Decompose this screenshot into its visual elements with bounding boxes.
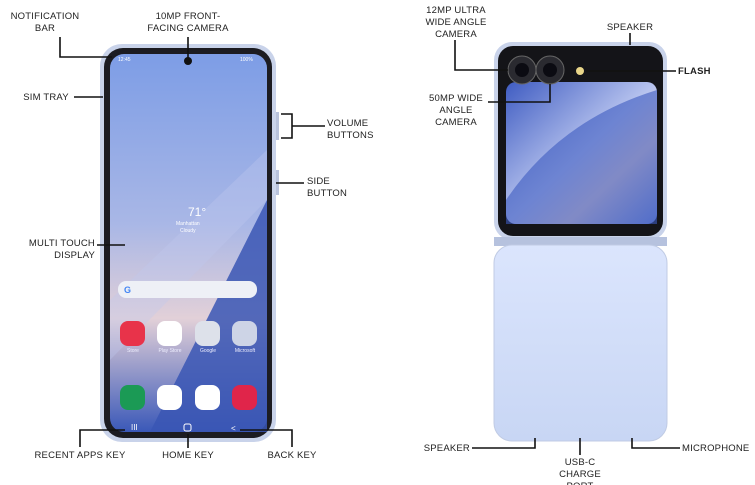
label-front-camera: 10MP FRONT-FACING CAMERA (147, 11, 229, 34)
status-time: 12:45 (118, 57, 131, 63)
app-label: Google (199, 348, 217, 354)
label-sim-tray: SIM TRAY (23, 92, 69, 103)
back-panel (493, 244, 668, 442)
label-speaker-top: SPEAKER (606, 22, 654, 33)
app-label: Store (127, 348, 139, 354)
weather-temperature: 71° (188, 205, 207, 219)
hinge (494, 237, 667, 246)
label-volume-buttons: VOLUME BUTTONS (327, 118, 374, 141)
search-bar (118, 281, 257, 298)
status-battery: 100% (240, 57, 253, 63)
app-icon-google-folder[interactable] (195, 321, 220, 346)
app-icon-microsoft-folder[interactable] (232, 321, 257, 346)
label-microphone: MICROPHONE (682, 443, 750, 454)
front-camera-icon (184, 57, 192, 65)
label-notification-bar: NOTIFICATION BAR (10, 11, 80, 34)
label-speaker-bottom: SPEAKER (423, 443, 470, 454)
app-icon-store[interactable] (120, 321, 145, 346)
label-recent-apps-key: RECENT APPS KEY (34, 450, 126, 461)
phone-app-icon[interactable] (120, 385, 145, 410)
app-label: Play Store (158, 348, 182, 354)
chrome-app-icon[interactable] (195, 385, 220, 410)
label-ultra-wide-camera: 12MP ULTRA WIDE ANGLE CAMERA (425, 5, 487, 40)
label-flash: FLASH (678, 66, 711, 77)
label-back-key: BACK KEY (267, 450, 317, 461)
weather-location: Manhattan (176, 221, 200, 227)
svg-text:III: III (131, 423, 138, 432)
label-multi-touch-display: MULTI TOUCH DISPLAY (28, 238, 95, 261)
leader-lines (59, 33, 680, 455)
label-wide-camera: 50MP WIDE ANGLE CAMERA (429, 93, 483, 128)
app-label: Microsoft (234, 348, 256, 354)
label-home-key: HOME KEY (162, 450, 214, 461)
back-phone (493, 42, 668, 442)
label-usb-c-port: USB-C CHARGE PORT (559, 457, 601, 485)
label-side-button: SIDE BUTTON (307, 176, 348, 199)
svg-text:<: < (231, 424, 236, 433)
messages-app-icon[interactable] (157, 385, 182, 410)
flash-icon (576, 67, 584, 75)
svg-text:G: G (124, 285, 131, 295)
weather-condition: Cloudy (180, 228, 196, 234)
app-icon-play-store[interactable] (157, 321, 182, 346)
front-phone: G III < (100, 44, 279, 442)
camera-app-icon[interactable] (232, 385, 257, 410)
volume-buttons (276, 112, 279, 140)
